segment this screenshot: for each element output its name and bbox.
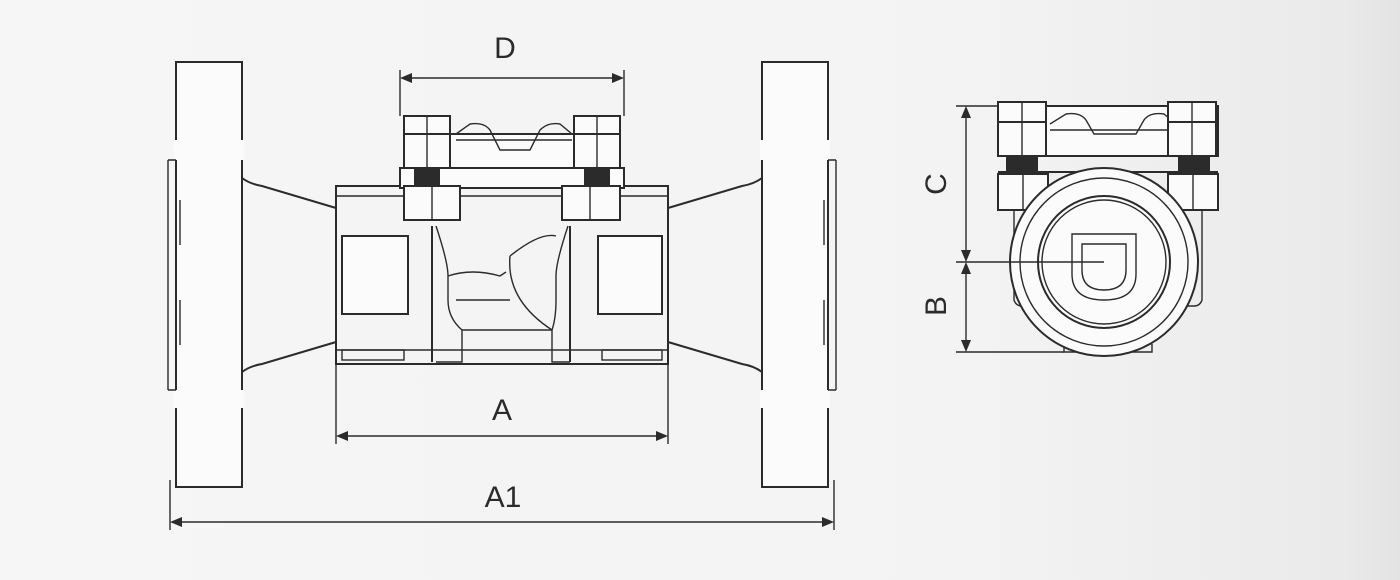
dimension-d: D <box>399 32 625 116</box>
right-end-window <box>597 235 663 315</box>
label-b: B <box>920 296 953 316</box>
dimension-a: A <box>335 364 669 444</box>
dimension-c: C <box>920 105 1104 263</box>
bonnet <box>399 115 625 221</box>
label-a: A <box>492 394 512 427</box>
dimension-a1: A1 <box>169 480 835 530</box>
right-flange <box>760 61 837 488</box>
front-view: D A A1 <box>167 32 837 530</box>
right-weld-neck <box>667 177 763 373</box>
label-a1: A1 <box>485 481 522 514</box>
side-view: C B <box>920 101 1219 357</box>
left-end-window <box>341 235 409 315</box>
side-bonnet <box>997 101 1219 173</box>
label-c: C <box>920 173 953 195</box>
left-flange <box>167 61 244 488</box>
valve-body <box>335 185 669 365</box>
dimension-b: B <box>920 262 1064 353</box>
label-d: D <box>494 32 516 65</box>
left-weld-neck <box>241 177 337 373</box>
